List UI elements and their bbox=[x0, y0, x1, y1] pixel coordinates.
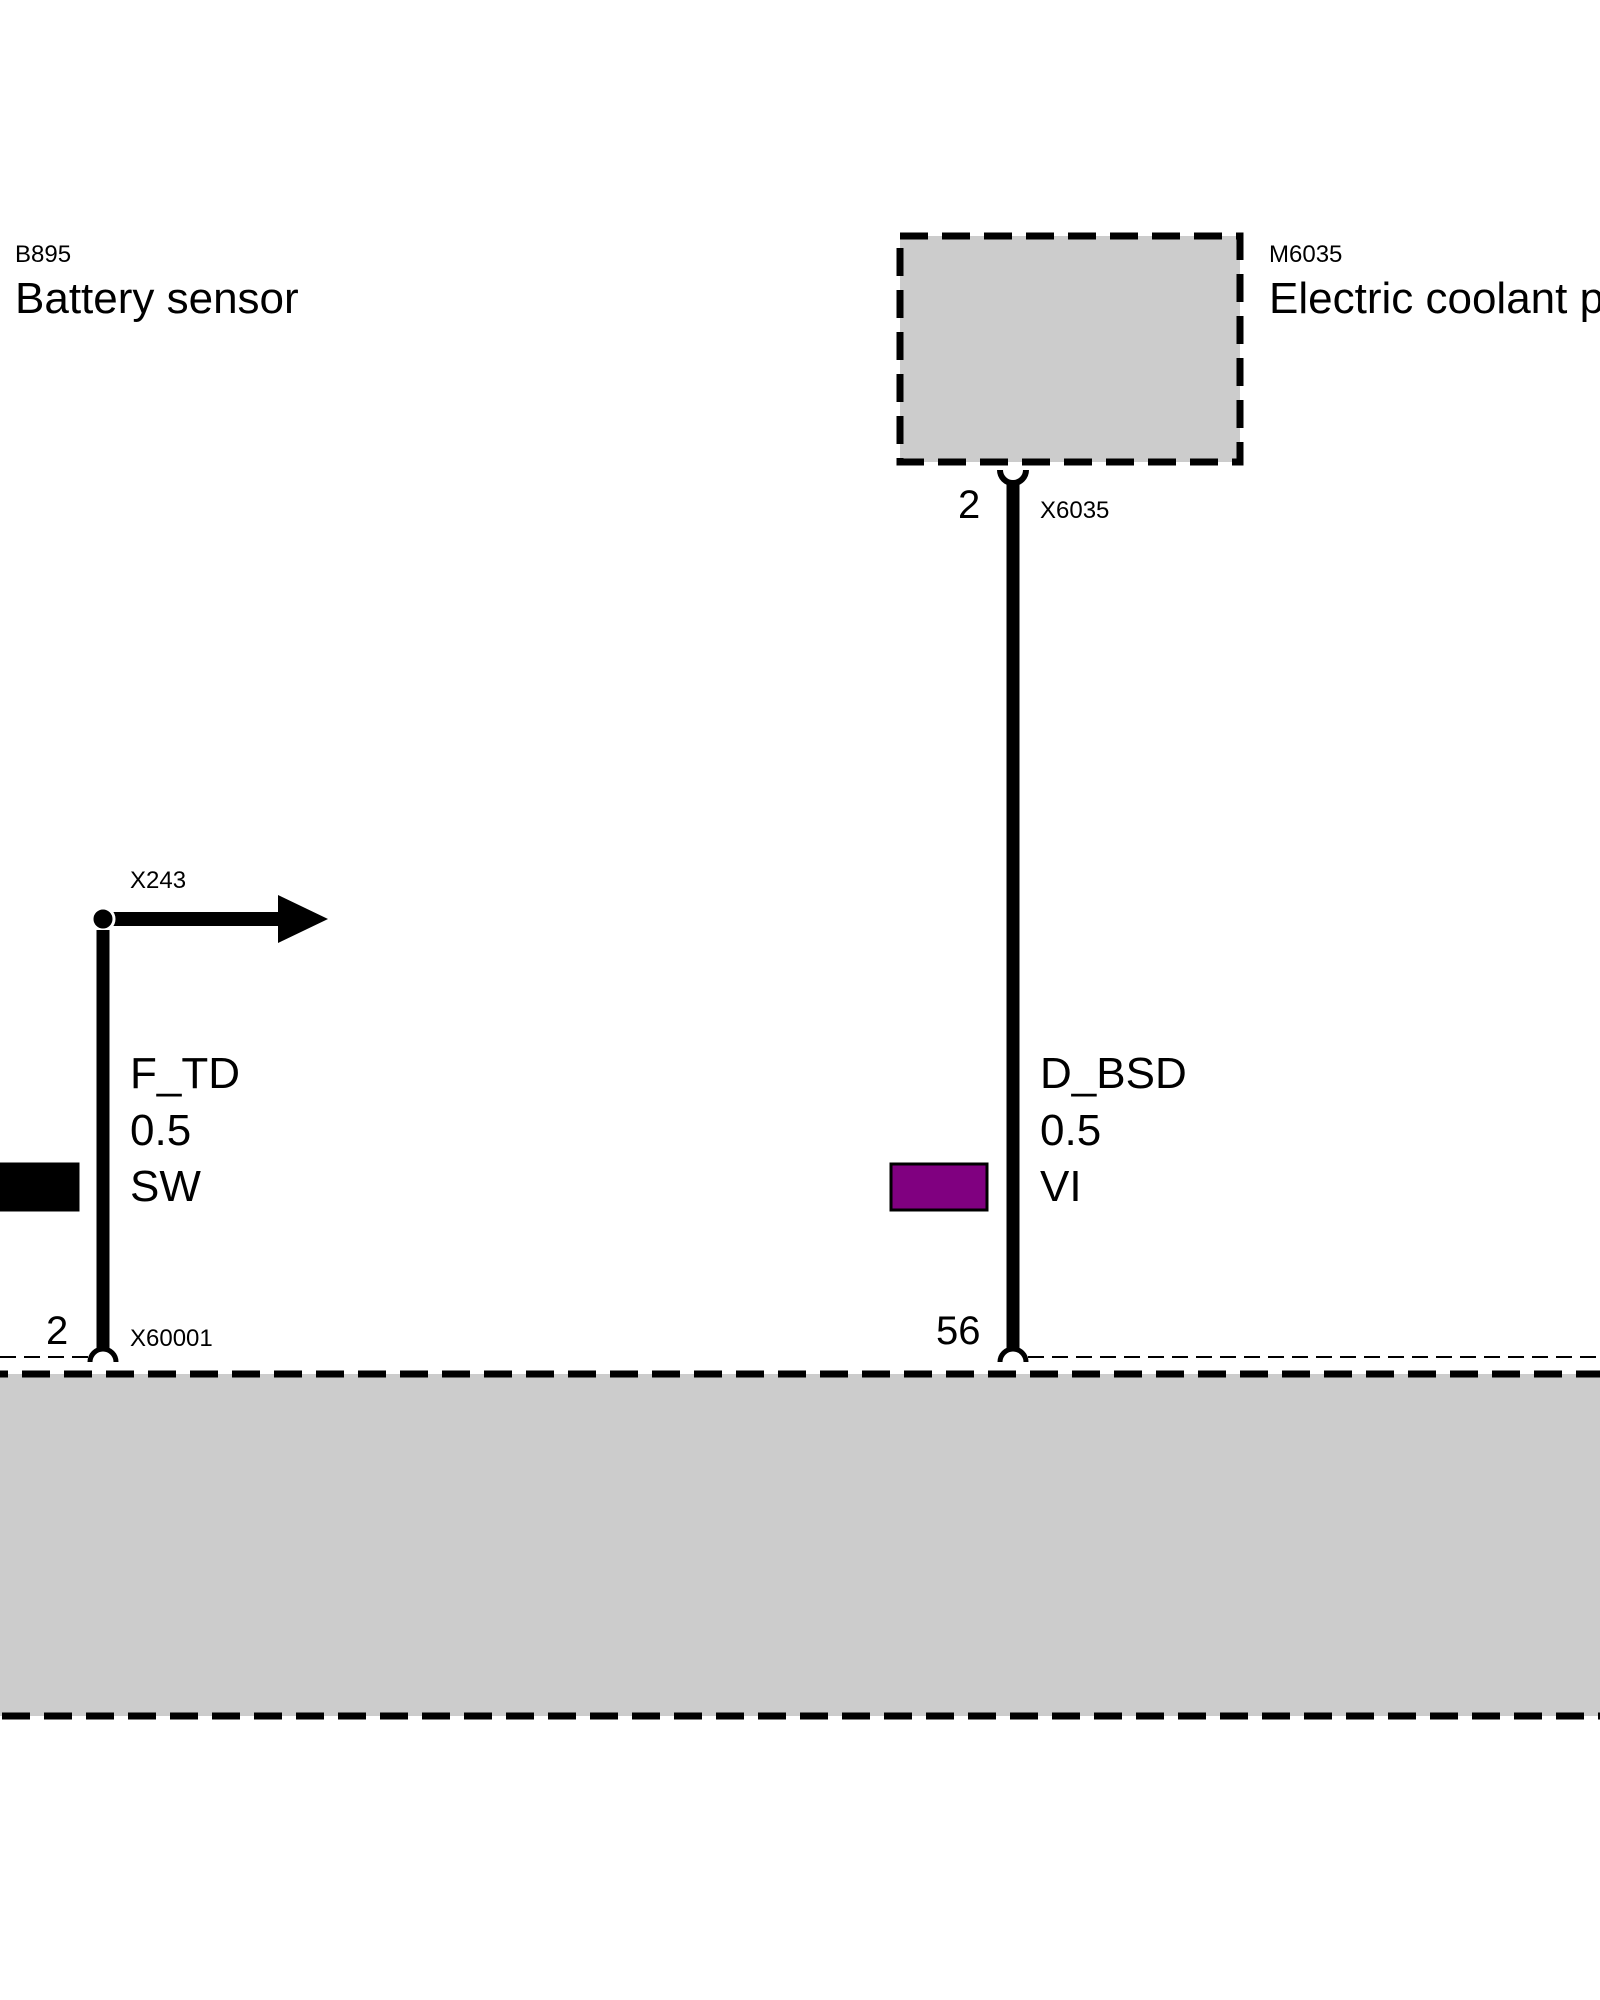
coolant-pump-code: M6035 bbox=[1269, 241, 1342, 268]
x60001-pin: 2 bbox=[46, 1309, 68, 1353]
x6035-connector-symbol bbox=[997, 469, 1029, 486]
d-bsd-color-code: VI bbox=[1040, 1162, 1082, 1211]
coolant-pump-name: Electric coolant p bbox=[1269, 274, 1600, 323]
x243-label: X243 bbox=[130, 867, 186, 894]
f-td-gauge: 0.5 bbox=[130, 1106, 191, 1155]
f-td-color-code: SW bbox=[130, 1162, 201, 1211]
f-td-signal: F_TD bbox=[130, 1049, 240, 1098]
pin-56-connector-symbol bbox=[997, 1346, 1029, 1363]
x243-splice-dot bbox=[90, 906, 116, 932]
d-bsd-color-swatch bbox=[889, 1162, 989, 1212]
x6035-pin: 2 bbox=[958, 483, 980, 527]
x6035-label: X6035 bbox=[1040, 497, 1109, 524]
coolant-pump-box bbox=[896, 232, 1244, 466]
x60001-connector-symbol bbox=[87, 1346, 119, 1363]
pin-56-label: 56 bbox=[936, 1309, 981, 1353]
f-td-color-swatch bbox=[0, 1162, 80, 1212]
x60001-label: X60001 bbox=[130, 1325, 213, 1352]
battery-sensor-name: Battery sensor bbox=[15, 274, 299, 323]
control-unit-box bbox=[0, 1370, 1600, 1720]
d-bsd-signal: D_BSD bbox=[1040, 1049, 1187, 1098]
battery-sensor-code: B895 bbox=[15, 241, 71, 268]
arrow-right-icon bbox=[278, 895, 328, 943]
d-bsd-gauge: 0.5 bbox=[1040, 1106, 1101, 1155]
